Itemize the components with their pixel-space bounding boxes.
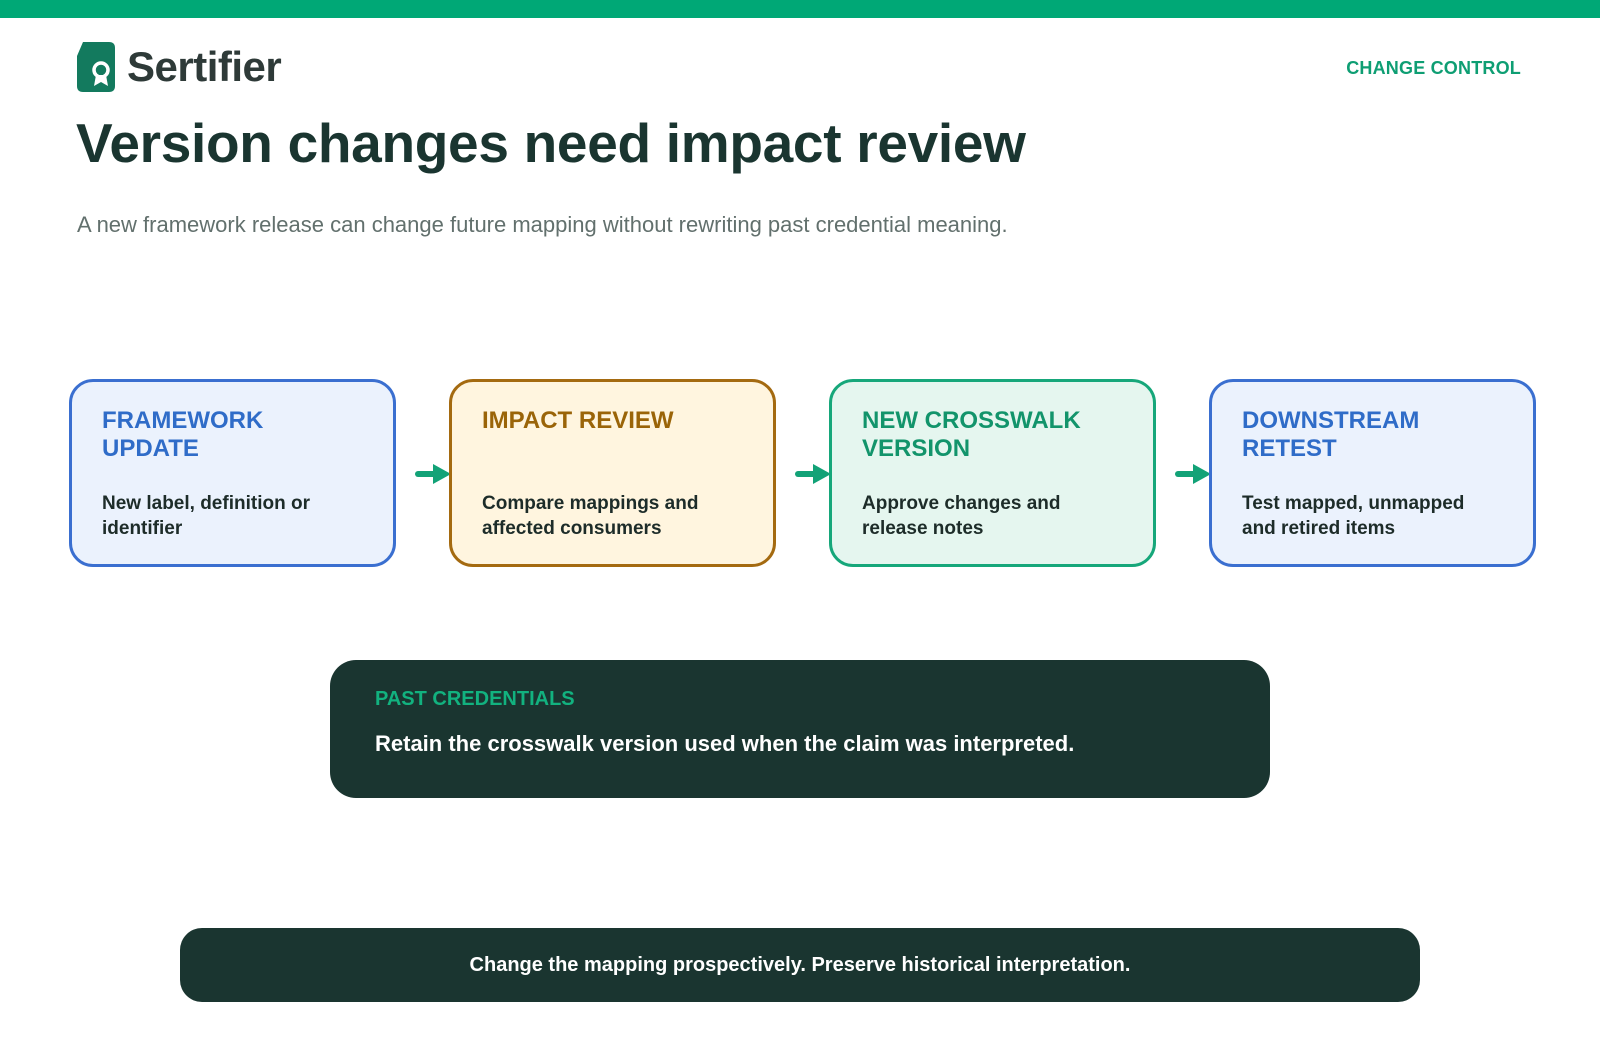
callout-text: Retain the crosswalk version used when t… bbox=[375, 731, 1075, 756]
flow-step-description: Approve changes and release notes bbox=[862, 493, 1061, 539]
summary-text: Change the mapping prospectively. Preser… bbox=[469, 953, 1131, 976]
past-credentials-callout: PAST CREDENTIALS Retain the crosswalk ve… bbox=[330, 660, 1270, 798]
flow-step-framework-update: FRAMEWORK UPDATE New label, definition o… bbox=[69, 379, 396, 567]
brand-logo[interactable]: Sertifier bbox=[77, 42, 282, 92]
flow-step-description: Compare mappings and affected consumers bbox=[482, 493, 699, 539]
top-accent-bar bbox=[0, 0, 1600, 18]
page-title: Version changes need impact review bbox=[76, 112, 1026, 174]
callout-label: PAST CREDENTIALS bbox=[375, 688, 575, 710]
flow-step-description: Test mapped, unmapped and retired items bbox=[1242, 493, 1465, 539]
flow-step-title: FRAMEWORK UPDATE bbox=[102, 407, 264, 462]
brand-name: Sertifier bbox=[127, 43, 282, 90]
flow-step-downstream-retest: DOWNSTREAM RETEST Test mapped, unmapped … bbox=[1209, 379, 1536, 567]
flow-step-title: NEW CROSSWALK VERSION bbox=[862, 407, 1081, 462]
arrow-right-icon bbox=[415, 464, 451, 484]
flow-step-new-crosswalk-version: NEW CROSSWALK VERSION Approve changes an… bbox=[829, 379, 1156, 567]
summary-banner: Change the mapping prospectively. Preser… bbox=[180, 928, 1420, 1002]
page-subtitle: A new framework release can change futur… bbox=[77, 212, 1008, 237]
certificate-badge-icon bbox=[77, 42, 115, 92]
arrow-right-icon bbox=[795, 464, 831, 484]
flow-step-description: New label, definition or identifier bbox=[102, 493, 310, 539]
section-tag: CHANGE CONTROL bbox=[1346, 58, 1521, 78]
arrow-right-icon bbox=[1175, 464, 1211, 484]
flow-step-impact-review: IMPACT REVIEW Compare mappings and affec… bbox=[449, 379, 776, 567]
flow-step-title: DOWNSTREAM RETEST bbox=[1242, 407, 1420, 462]
flow-step-title: IMPACT REVIEW bbox=[482, 407, 674, 434]
